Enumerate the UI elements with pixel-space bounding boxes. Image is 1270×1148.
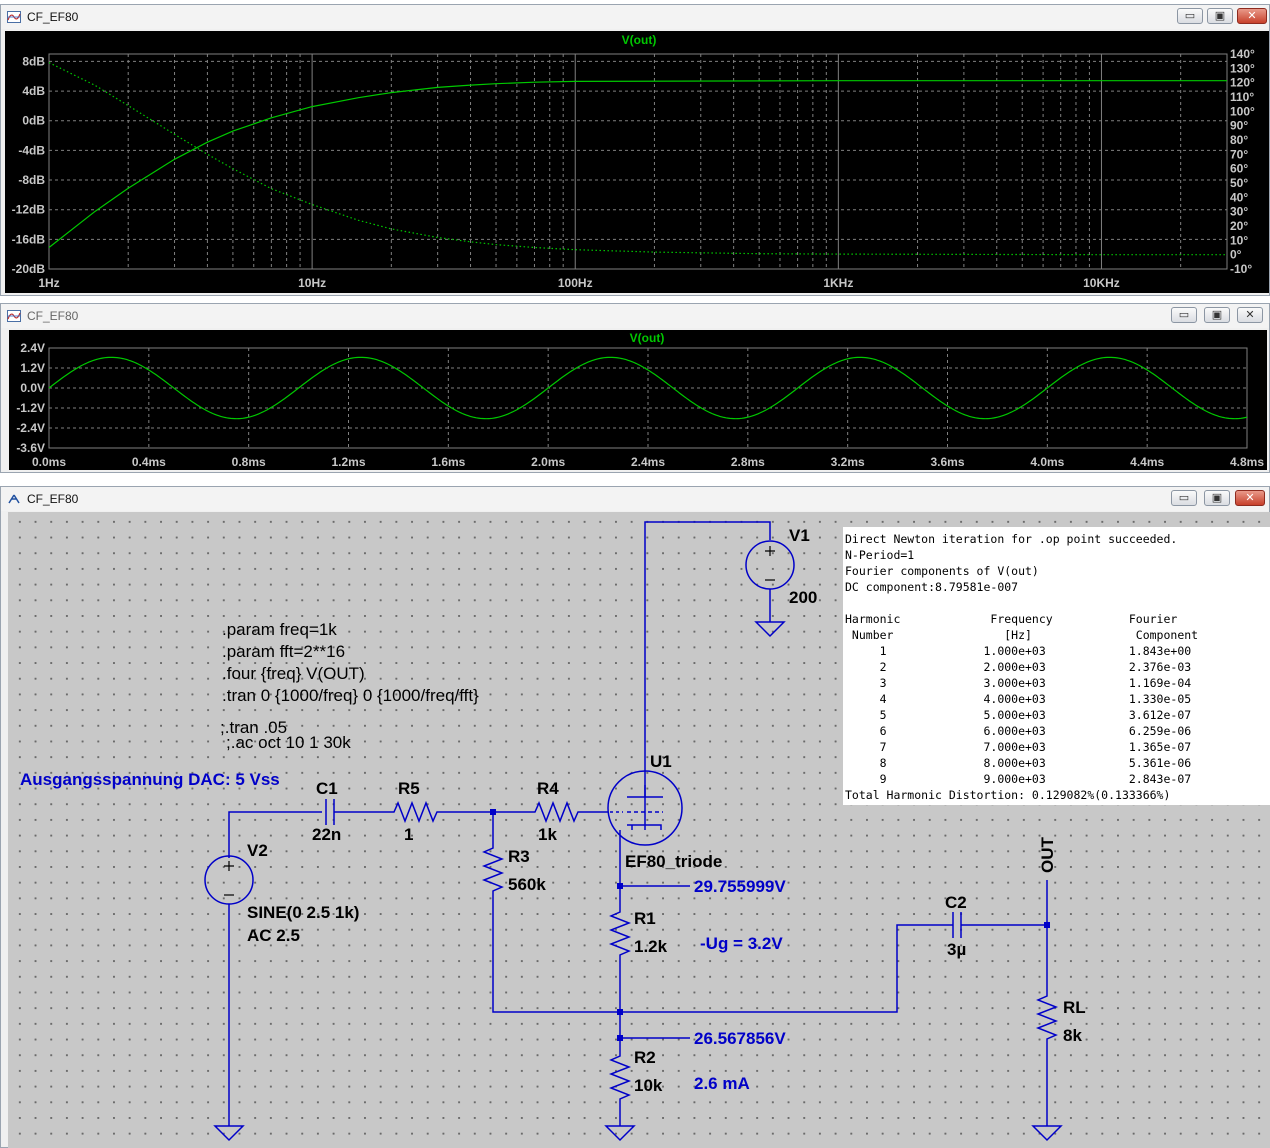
close-button[interactable]: ✕ [1237, 8, 1267, 24]
x-tick-label: 3.2ms [831, 455, 865, 469]
y-tick-label: 0dB [22, 114, 45, 128]
y2-tick-label: 60° [1230, 162, 1248, 176]
x-tick-label: 4.8ms [1230, 455, 1264, 469]
tran-plot-window[interactable]: CF_EF80 ▭ ▣ ✕ 0.0ms 0.4ms 0.8ms 1.2ms 1.6ms 2… [0, 303, 1270, 473]
y2-tick-label: 120° [1230, 76, 1255, 90]
y2-tick-label: 30° [1230, 205, 1248, 219]
maximize-icon: ▣ [1214, 9, 1226, 22]
ac-plot-pane[interactable]: 8dB 4dB 0dB -4dB -8dB -12dB -16dB -20dB 140°130°… [5, 31, 1269, 293]
x-tick-label: 1.6ms [431, 455, 465, 469]
y2-tick-label: 40° [1230, 190, 1248, 204]
x-tick-label: 10Hz [298, 276, 326, 290]
y-tick-label: 0.0V [20, 381, 45, 395]
maximize-button[interactable]: ▣ [1207, 8, 1233, 24]
x-tick-label: 0.0ms [32, 455, 66, 469]
ac-bode-chart[interactable]: 8dB 4dB 0dB -4dB -8dB -12dB -16dB -20dB 140°130°… [5, 31, 1269, 293]
minimize-button[interactable]: ▭ [1177, 8, 1203, 24]
window-title: CF_EF80 [27, 10, 79, 24]
x-tick-label: 0.8ms [232, 455, 266, 469]
x-tick-label: 2.0ms [531, 455, 565, 469]
minimize-icon: ▭ [1178, 308, 1190, 321]
y-tick-label: -4dB [18, 143, 45, 157]
maximize-button[interactable]: ▣ [1204, 490, 1230, 506]
y2-tick-label: 0° [1230, 248, 1242, 262]
y-tick-label: -16dB [12, 232, 46, 246]
window-title: CF_EF80 [27, 492, 79, 506]
schematic-titlebar[interactable]: CF_EF80 ▭ ▣ ✕ [1, 487, 1269, 511]
minimize-icon: ▭ [1184, 9, 1196, 22]
minimize-button[interactable]: ▭ [1171, 307, 1197, 323]
window-title: CF_EF80 [27, 309, 79, 323]
close-button[interactable]: ✕ [1235, 490, 1265, 506]
spice-output-text: Direct Newton iteration for .op point su… [845, 532, 1199, 802]
minimize-button[interactable]: ▭ [1171, 490, 1197, 506]
close-icon: ✕ [1245, 308, 1255, 321]
y2-tick-label: 130° [1230, 61, 1255, 75]
x-tick-label: 3.6ms [930, 455, 964, 469]
y2-tick-label: 20° [1230, 219, 1248, 233]
x-tick-label: 1KHz [823, 276, 853, 290]
maximize-icon: ▣ [1211, 491, 1223, 504]
close-icon: ✕ [1245, 491, 1255, 504]
y-tick-label: 4dB [22, 84, 45, 98]
tran-waveform-chart[interactable]: 0.0ms 0.4ms 0.8ms 1.2ms 1.6ms 2.0ms 2.4ms 2.8ms… [9, 330, 1267, 470]
y2-tick-label: 100° [1230, 104, 1255, 118]
close-icon: ✕ [1247, 9, 1257, 22]
ac-magnitude-trace[interactable] [48, 80, 1227, 248]
y-tick-label: 8dB [22, 54, 45, 68]
x-tick-label: 2.8ms [731, 455, 765, 469]
maximize-button[interactable]: ▣ [1204, 307, 1230, 323]
spice-output-log[interactable]: Direct Newton iteration for .op point su… [843, 527, 1270, 805]
y2-tick-label: 80° [1230, 133, 1248, 147]
ac-plot-titlebar[interactable]: CF_EF80 ▭ ▣ ✕ [1, 5, 1269, 29]
x-tick-label: 10KHz [1083, 276, 1120, 290]
x-tick-label: 1.2ms [331, 455, 365, 469]
y2-tick-label: 70° [1230, 147, 1248, 161]
y2-tick-label: 50° [1230, 176, 1248, 190]
y-tick-label: -12dB [12, 203, 46, 217]
schematic-icon [8, 494, 20, 504]
y-tick-label: -2.4V [16, 421, 45, 435]
x-tick-label: 0.4ms [132, 455, 166, 469]
x-tick-label: 100Hz [558, 276, 593, 290]
x-tick-label: 2.4ms [631, 455, 665, 469]
minimize-icon: ▭ [1178, 491, 1190, 504]
waveform-icon [7, 11, 21, 23]
maximize-icon: ▣ [1211, 308, 1223, 321]
y2-tick-label: -10° [1230, 262, 1252, 276]
y-tick-label: -1.2V [16, 401, 45, 415]
y-tick-label: -20dB [12, 262, 46, 276]
waveform-icon [7, 310, 21, 322]
tran-trace-label[interactable]: V(out) [630, 331, 665, 345]
ac-plot-window[interactable]: CF_EF80 ▭ ▣ ✕ 8dB 4dB 0dB -4dB -8dB -12dB -16d… [0, 4, 1270, 296]
x-tick-label: 1Hz [38, 276, 59, 290]
ac-trace-label[interactable]: V(out) [622, 33, 657, 47]
y-tick-label: 2.4V [20, 341, 45, 355]
plot-frame [48, 53, 1228, 270]
y-tick-label: -8dB [18, 173, 45, 187]
x-tick-label: 4.0ms [1030, 455, 1064, 469]
tran-plot-pane[interactable]: 0.0ms 0.4ms 0.8ms 1.2ms 1.6ms 2.0ms 2.4ms 2.8ms… [9, 330, 1267, 470]
tran-plot-titlebar[interactable]: CF_EF80 ▭ ▣ ✕ [1, 304, 1269, 328]
close-button[interactable]: ✕ [1237, 307, 1263, 323]
tran-voltage-trace[interactable] [48, 356, 1248, 420]
y-tick-label: -3.6V [16, 441, 45, 455]
y2-tick-label: 140° [1230, 47, 1255, 61]
y2-tick-label: 110° [1230, 90, 1254, 104]
y2-tick-label: 10° [1230, 233, 1248, 247]
y-tick-label: 1.2V [20, 361, 45, 375]
y2-tick-label: 90° [1230, 119, 1248, 133]
x-tick-label: 4.4ms [1130, 455, 1164, 469]
